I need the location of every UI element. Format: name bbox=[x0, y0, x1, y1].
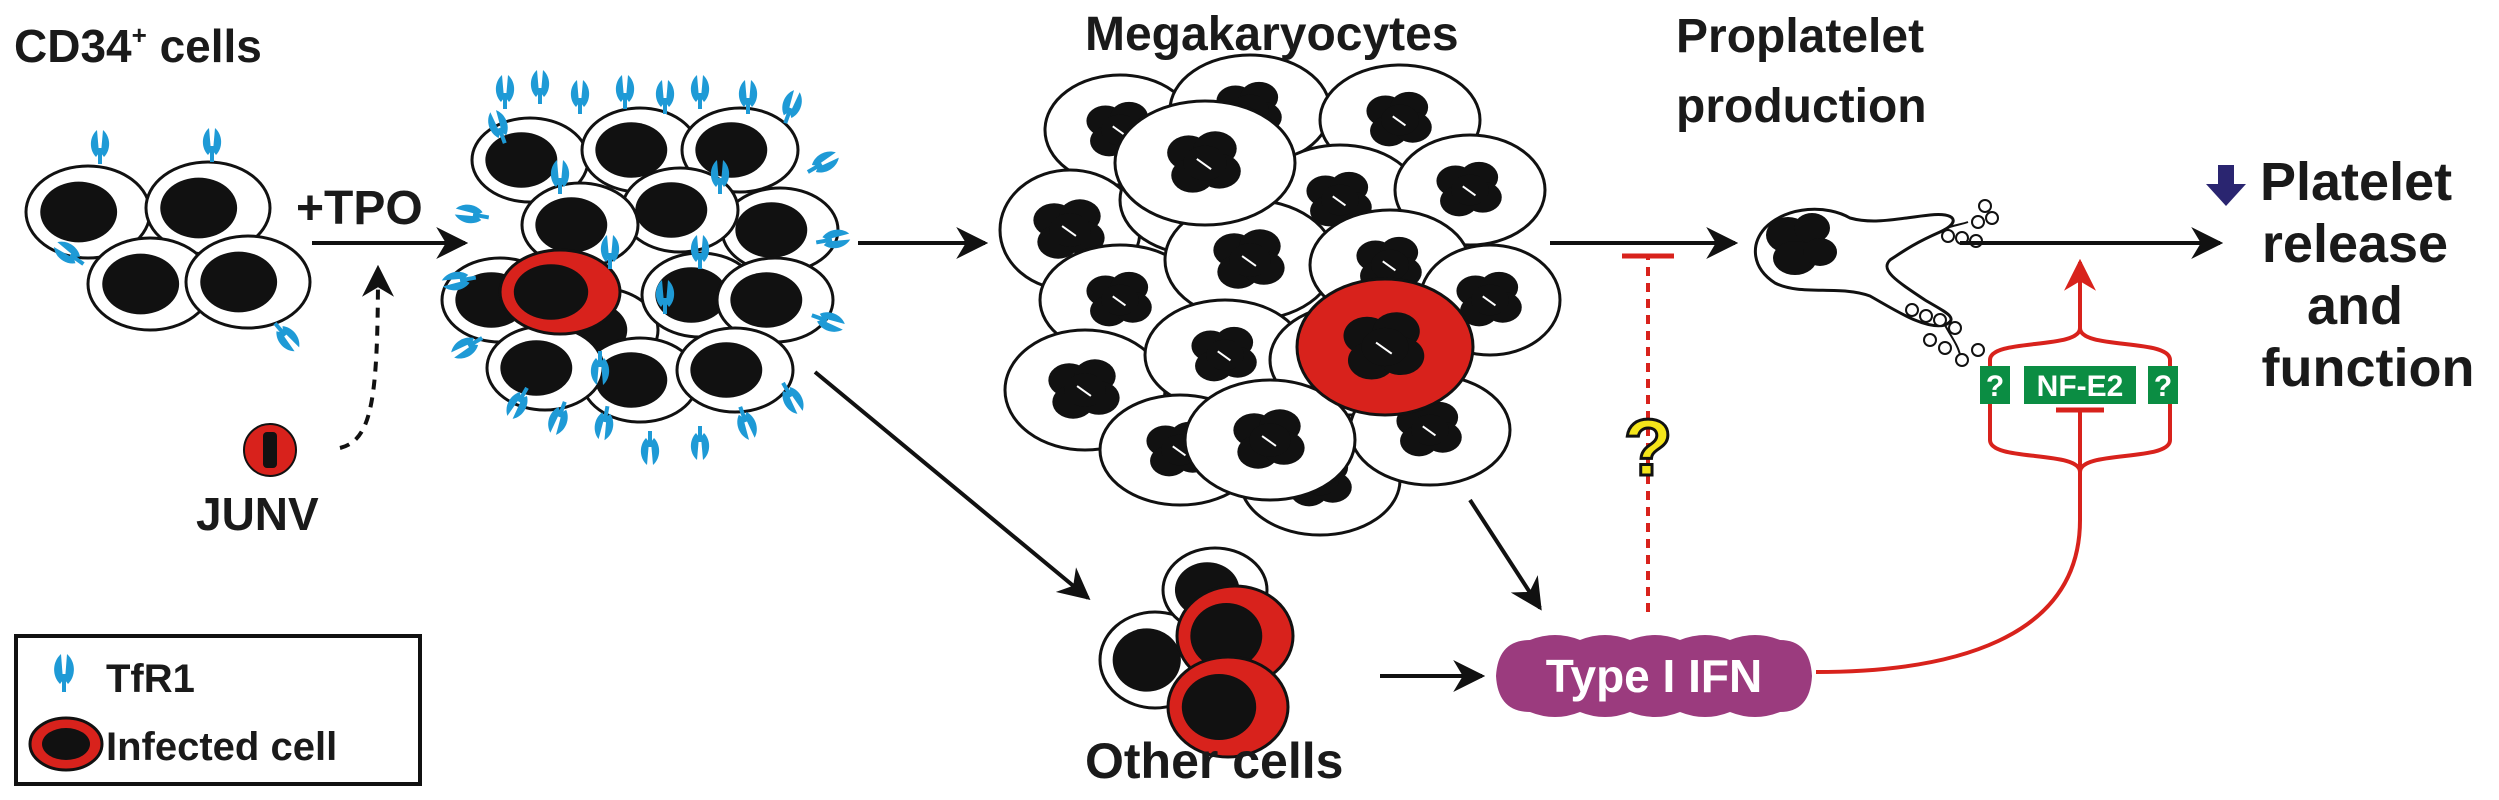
infected-cell bbox=[498, 248, 622, 336]
red-brace-bottom bbox=[1988, 439, 2172, 473]
tfr1-receptor-icon bbox=[690, 426, 710, 460]
infected-cell-icon bbox=[28, 716, 104, 772]
tfr1-receptor-icon bbox=[781, 381, 804, 414]
tfr1-receptor-icon bbox=[454, 204, 490, 224]
tfr1-receptor-icon bbox=[690, 75, 710, 109]
megakaryocytes-title: Megakaryocytes bbox=[1085, 8, 1459, 61]
nfe2-label: NF-E2 bbox=[2037, 370, 2124, 403]
cell bbox=[144, 160, 272, 256]
cd34-title: CD34+ cells bbox=[14, 20, 262, 72]
tfr1-receptor-icon bbox=[738, 80, 758, 114]
cell bbox=[715, 256, 835, 344]
tfr1-receptor-icon bbox=[811, 312, 845, 332]
tfr1-receptor-icon bbox=[441, 271, 477, 291]
tfr1-receptor-icon bbox=[451, 336, 484, 359]
tfr1-receptor-icon bbox=[710, 160, 730, 194]
unknown-factor-left-box bbox=[1980, 366, 2010, 404]
platelet-label-line2: release bbox=[2262, 214, 2448, 274]
cd34-cell-cluster bbox=[24, 128, 312, 352]
platelet-label-line1: Platelet bbox=[2260, 152, 2452, 212]
cell bbox=[520, 181, 640, 269]
tfr1-receptor-icon bbox=[530, 70, 550, 104]
arrow-megakaryocytes-to-ifn bbox=[1468, 498, 1542, 611]
tfr1-receptor-icon bbox=[548, 401, 568, 435]
legend-infected-label: Infected cell bbox=[106, 725, 337, 769]
cell bbox=[580, 336, 700, 424]
tfr1-receptor-icon bbox=[815, 229, 851, 249]
proplatelet-title-line1: Proplatelet bbox=[1676, 10, 1924, 63]
tpo-label: +TPO bbox=[296, 182, 423, 235]
tfr1-receptor-icon bbox=[737, 406, 757, 440]
tfr1-receptor-icon bbox=[615, 75, 635, 109]
cell bbox=[24, 164, 152, 260]
junv-virus-icon bbox=[243, 423, 297, 477]
unknown-mechanism-question-mark: ? bbox=[1624, 403, 1673, 492]
tfr1-receptor-icon bbox=[782, 90, 802, 124]
tfr1-receptor-icon bbox=[273, 321, 300, 352]
tpo-expanded-cell-cluster bbox=[440, 70, 851, 465]
proplatelet-cell bbox=[1753, 199, 1999, 367]
decrease-arrow-icon bbox=[2206, 165, 2246, 206]
megakaryocyte-cluster bbox=[998, 53, 1562, 537]
platelet-label-line3: and bbox=[2307, 276, 2403, 336]
arrow-expanded-to-other-cells bbox=[813, 370, 1091, 601]
type-i-ifn-node: Type I IFN bbox=[1496, 635, 1812, 717]
tfr1-receptor-icon bbox=[550, 160, 570, 194]
tfr1-receptor-icon bbox=[90, 130, 110, 164]
cell bbox=[675, 326, 795, 414]
red-path-ifn-to-platelet bbox=[1815, 455, 2082, 674]
other-cells-cluster bbox=[1098, 546, 1295, 759]
cell bbox=[86, 236, 214, 332]
tfr1-receptor-icon bbox=[806, 151, 839, 174]
tfr1-receptor-icon bbox=[655, 280, 675, 314]
tfr1-receptor-icon bbox=[54, 654, 74, 692]
cell bbox=[620, 166, 740, 254]
infected-megakaryocyte bbox=[1295, 277, 1475, 417]
nfe2-box bbox=[2024, 366, 2136, 404]
tfr1-receptor-icon bbox=[690, 235, 710, 269]
tfr1-receptor-icon bbox=[640, 431, 660, 465]
tfr1-receptor-icon bbox=[495, 75, 515, 109]
proplatelet-title-line2: production bbox=[1676, 80, 1927, 133]
infected-cell bbox=[1166, 655, 1290, 759]
legend: TfR1 Infected cell bbox=[14, 634, 422, 786]
unknown-factor-left: ? bbox=[1986, 370, 2004, 403]
tfr1-receptor-icon bbox=[600, 235, 620, 269]
megakaryocyte bbox=[1183, 378, 1357, 502]
cell bbox=[184, 234, 312, 330]
cell bbox=[485, 324, 605, 412]
dashed-arrow-junv-infection bbox=[339, 264, 394, 450]
type-i-ifn-label: Type I IFN bbox=[1546, 650, 1762, 702]
legend-tfr1-label: TfR1 bbox=[106, 657, 195, 701]
tfr1-receptor-icon bbox=[202, 128, 222, 162]
tfr1-receptor-icon bbox=[53, 241, 85, 266]
platelet-label-line4: function bbox=[2262, 338, 2475, 398]
megakaryocyte bbox=[1113, 99, 1297, 227]
junv-label: JUNV bbox=[196, 488, 319, 540]
tfr1-receptor-icon bbox=[655, 80, 675, 114]
other-cells-label: Other cells bbox=[1085, 733, 1343, 789]
tfr1-receptor-icon bbox=[506, 386, 529, 419]
tfr1-receptor-icon bbox=[590, 351, 610, 385]
cell bbox=[680, 106, 800, 194]
tfr1-receptor-icon bbox=[488, 110, 508, 144]
unknown-factor-right-box bbox=[2148, 366, 2178, 404]
red-brace-top bbox=[1988, 327, 2172, 361]
unknown-factor-right: ? bbox=[2154, 370, 2172, 403]
tfr1-receptor-icon bbox=[594, 405, 614, 441]
tfr1-receptor-icon bbox=[570, 80, 590, 114]
